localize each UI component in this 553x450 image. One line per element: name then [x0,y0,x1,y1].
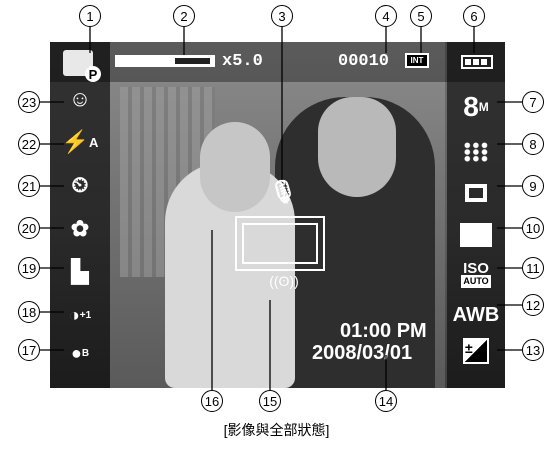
callout-12: 12 [522,294,544,316]
focus-frame-icon [235,216,325,271]
callout-15: 15 [259,390,281,412]
zoom-value: x5.0 [222,52,263,71]
bride-face [200,122,270,212]
exposure-icon: ± [454,336,498,366]
iso-label: ISO [463,260,489,277]
effect-letter: B [81,347,90,359]
image-size-unit: M [478,100,489,114]
camera-mode-icon: P [58,48,101,82]
flash-mode-letter: A [89,134,99,150]
white-balance-icon: AWB [452,303,500,326]
battery-icon [461,55,493,69]
callout-9: 9 [522,175,544,197]
sharpness-icon: ▙ [71,259,89,284]
callout-11: 11 [522,257,544,279]
callout-6: 6 [463,5,485,27]
internal-memory-icon: INT [405,53,429,68]
contrast-value: +1 [79,309,92,321]
callout-3: 3 [271,5,293,27]
voice-memo-icon: 🎙 [269,179,297,204]
date-display: 2008/03/01 [312,342,413,364]
callout-4: 4 [375,5,397,27]
zoom-bar-icon [115,55,215,67]
camera-shake-icon: ((ʘ)) [269,273,299,289]
effect-icon: ●B [70,342,90,363]
left-status-bar [50,42,110,388]
callout-16: 16 [201,390,223,412]
time-display: 01:00 PM [340,320,427,342]
shot-count: 00010 [338,52,390,71]
self-timer-icon: ⏲ [71,172,89,197]
callout-7: 7 [522,91,544,113]
face-detection-icon: ☺ [68,86,92,111]
callout-1: 1 [79,5,101,27]
callout-14: 14 [375,390,397,412]
callout-2: 2 [173,5,195,27]
callout-23: 23 [18,91,40,113]
callout-17: 17 [18,339,40,361]
iso-icon: ISO AUTO [454,260,498,290]
flash-icon: ⚡A [61,129,99,154]
callout-19: 19 [18,257,40,279]
contrast-icon: ◑+1 [68,304,92,325]
iso-value: AUTO [461,275,491,288]
metering-icon [454,178,498,208]
callout-5: 5 [410,5,432,27]
drive-mode-icon [454,220,498,250]
callout-22: 22 [18,133,40,155]
groom-face [318,97,396,197]
quality-icon [454,137,498,167]
callout-8: 8 [522,133,544,155]
macro-icon: ✿ [70,216,90,241]
image-size-value: 8 [463,91,479,122]
callout-18: 18 [18,301,40,323]
callout-20: 20 [18,217,40,239]
callout-13: 13 [522,339,544,361]
mode-letter: P [85,66,101,82]
callout-10: 10 [522,217,544,239]
figure-caption: [影像與全部狀態] [223,422,330,438]
callout-21: 21 [18,175,40,197]
right-status-bar [447,42,505,388]
